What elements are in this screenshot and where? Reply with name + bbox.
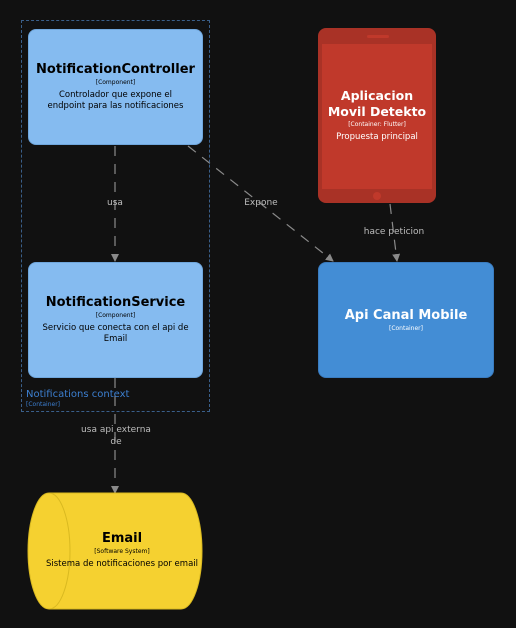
edge-mobile-api — [389, 203, 401, 262]
email-cylinder-edge — [48, 492, 71, 610]
email-cylinder-body — [27, 492, 203, 610]
notifications-context-boundary — [21, 20, 210, 412]
node-desc: Sistema de notificaciones por email — [46, 558, 198, 569]
node-desc: Servicio que conecta con el api de Email — [42, 323, 189, 344]
node-tag: [Container] — [388, 325, 423, 332]
edge-label-expone: Expone — [244, 198, 278, 208]
phone-speaker — [367, 35, 389, 38]
mobile-app-screen: Aplicacion Movil Detekto [Container: Flu… — [322, 44, 432, 189]
node-tag: [Component] — [95, 312, 136, 320]
node-title: NotificationService — [45, 295, 186, 311]
edge-label-usa-api-externa: usa api externa de — [81, 425, 151, 447]
node-title: Aplicacion Movil Detekto — [327, 88, 427, 119]
node-desc: Controlador que expone el endpoint para … — [47, 90, 184, 111]
node-tag: [Container: Flutter] — [348, 121, 406, 129]
node-title: Email — [101, 530, 143, 546]
boundary-tag: [Container] — [26, 401, 61, 408]
edge-label-usa: usa — [107, 198, 123, 208]
phone-home-button — [373, 192, 381, 200]
boundary-label: Notifications context — [26, 389, 130, 400]
notification-service-node[interactable]: NotificationService [Component] Servicio… — [28, 262, 203, 378]
email-node[interactable] — [27, 492, 203, 612]
email-node-text: Email [Software System] Sistema de notif… — [40, 520, 204, 580]
api-canal-mobile-node[interactable]: Api Canal Mobile [Container] — [318, 262, 494, 378]
node-desc: Propuesta principal — [336, 132, 418, 143]
node-title: Api Canal Mobile — [344, 308, 468, 323]
edge-controller-api — [187, 145, 334, 262]
node-title: NotificationController — [36, 62, 195, 78]
node-tag: [Software System] — [94, 547, 150, 555]
node-tag: [Component] — [95, 79, 136, 87]
notification-controller-node[interactable]: NotificationController [Component] Contr… — [28, 29, 203, 145]
edge-label-hace-peticion: hace peticion — [363, 227, 425, 237]
